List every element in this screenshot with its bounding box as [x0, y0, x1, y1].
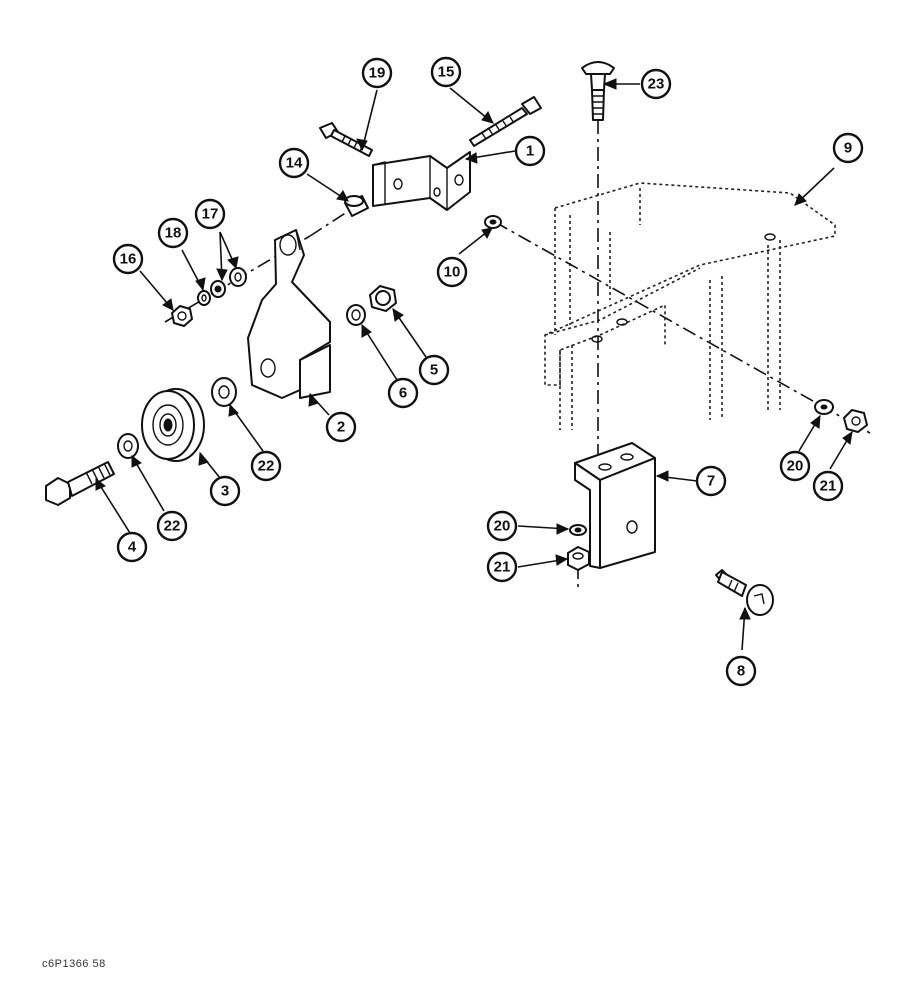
callout-22-upper: 22	[250, 450, 282, 482]
callout-3: 3	[209, 475, 241, 507]
callout-2: 2	[325, 411, 357, 443]
callout-label: 23	[648, 76, 665, 93]
callout-14: 14	[278, 147, 310, 179]
callout-label: 19	[369, 65, 386, 82]
washer-20-right	[814, 399, 834, 415]
arrowheads	[95, 78, 853, 620]
callout-1: 1	[514, 135, 546, 167]
nut-21-lower	[567, 546, 590, 571]
callout-label: 22	[164, 518, 181, 535]
callout-8: 8	[725, 655, 757, 687]
callout-18: 18	[157, 217, 189, 249]
callout-16: 16	[112, 243, 144, 275]
callout-label: 21	[494, 559, 511, 576]
washer-22-lower	[117, 433, 139, 459]
bolt-4	[45, 461, 115, 506]
callout-6: 6	[387, 377, 419, 409]
nut-21-right	[843, 409, 868, 433]
callout-label: 22	[258, 458, 275, 475]
washer-18	[197, 290, 211, 306]
callout-label: 16	[120, 251, 137, 268]
callout-label: 6	[399, 385, 407, 402]
washers-17	[210, 267, 247, 298]
callout-label: 7	[707, 473, 715, 490]
callout-label: 18	[165, 225, 182, 242]
washer-10	[484, 215, 502, 229]
callout-label: 8	[737, 663, 745, 680]
callout-label: 14	[286, 155, 303, 172]
idler-arm	[247, 229, 331, 399]
callout-5: 5	[418, 354, 450, 386]
carriage-bolt	[581, 61, 615, 121]
callout-20-lower: 20	[486, 510, 518, 542]
drawing-reference-code: c6P1366 58	[42, 958, 106, 970]
quarter-turn-fastener	[715, 569, 774, 616]
spacer	[344, 195, 369, 217]
callout-15: 15	[430, 56, 462, 88]
lower-bracket	[574, 442, 656, 569]
callout-label: 1	[526, 143, 534, 160]
bolt-long	[469, 96, 542, 147]
callout-10: 10	[436, 256, 468, 288]
leader-lines	[95, 83, 853, 651]
callout-4: 4	[116, 531, 148, 563]
washer-20-lower	[569, 524, 587, 536]
callout-label: 5	[430, 362, 438, 379]
callout-label: 3	[221, 483, 229, 500]
frame-weldment	[544, 182, 836, 430]
callout-22-lower: 22	[156, 510, 188, 542]
callout-label: 15	[438, 64, 455, 81]
callout-label: 21	[820, 478, 837, 495]
callout-9: 9	[832, 132, 864, 164]
callout-21-lower: 21	[486, 551, 518, 583]
washer-22-upper	[211, 377, 237, 407]
callout-17: 17	[194, 198, 226, 230]
upper-bracket	[372, 151, 471, 211]
idler-pulley	[141, 388, 205, 462]
callout-label: 4	[128, 539, 137, 556]
callout-label: 10	[444, 264, 461, 281]
lock-washer-6	[346, 304, 366, 326]
nut-16	[171, 305, 193, 327]
callout-label: 20	[787, 458, 804, 475]
nut-5	[369, 285, 397, 312]
callout-label: 2	[337, 419, 345, 436]
callout-19: 19	[361, 57, 393, 89]
callout-20-right: 20	[779, 450, 811, 482]
callout-21-right: 21	[812, 470, 844, 502]
callout-23: 23	[640, 68, 672, 100]
callout-label: 9	[844, 140, 852, 157]
callout-label: 17	[202, 206, 219, 223]
callout-label: 20	[494, 518, 511, 535]
callout-7: 7	[695, 465, 727, 497]
